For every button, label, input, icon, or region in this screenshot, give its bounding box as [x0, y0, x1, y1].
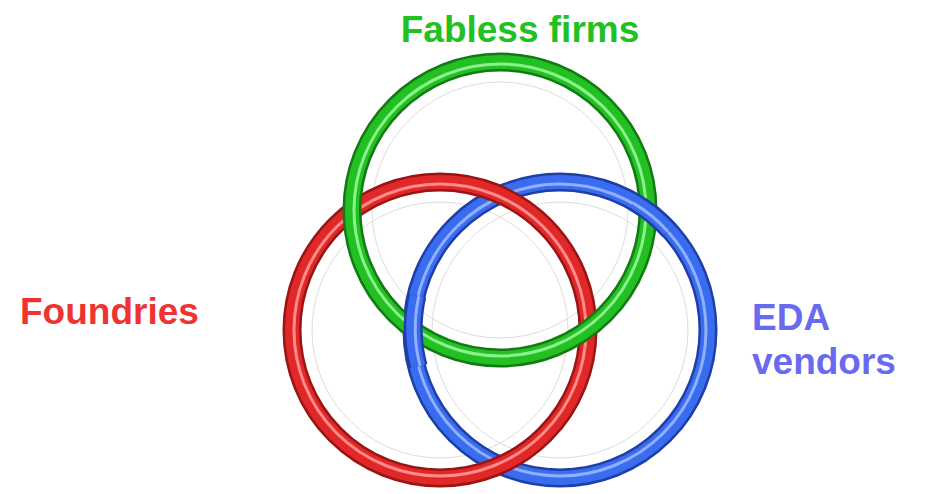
green-ring — [352, 62, 648, 358]
blue-ring — [412, 182, 708, 478]
foundries-label: Foundries — [20, 290, 199, 334]
eda-label: EDA vendors — [752, 296, 932, 385]
fabless-label: Fabless firms — [401, 8, 640, 52]
blue-ring-overpass — [413, 202, 669, 367]
red-ring — [292, 182, 588, 478]
